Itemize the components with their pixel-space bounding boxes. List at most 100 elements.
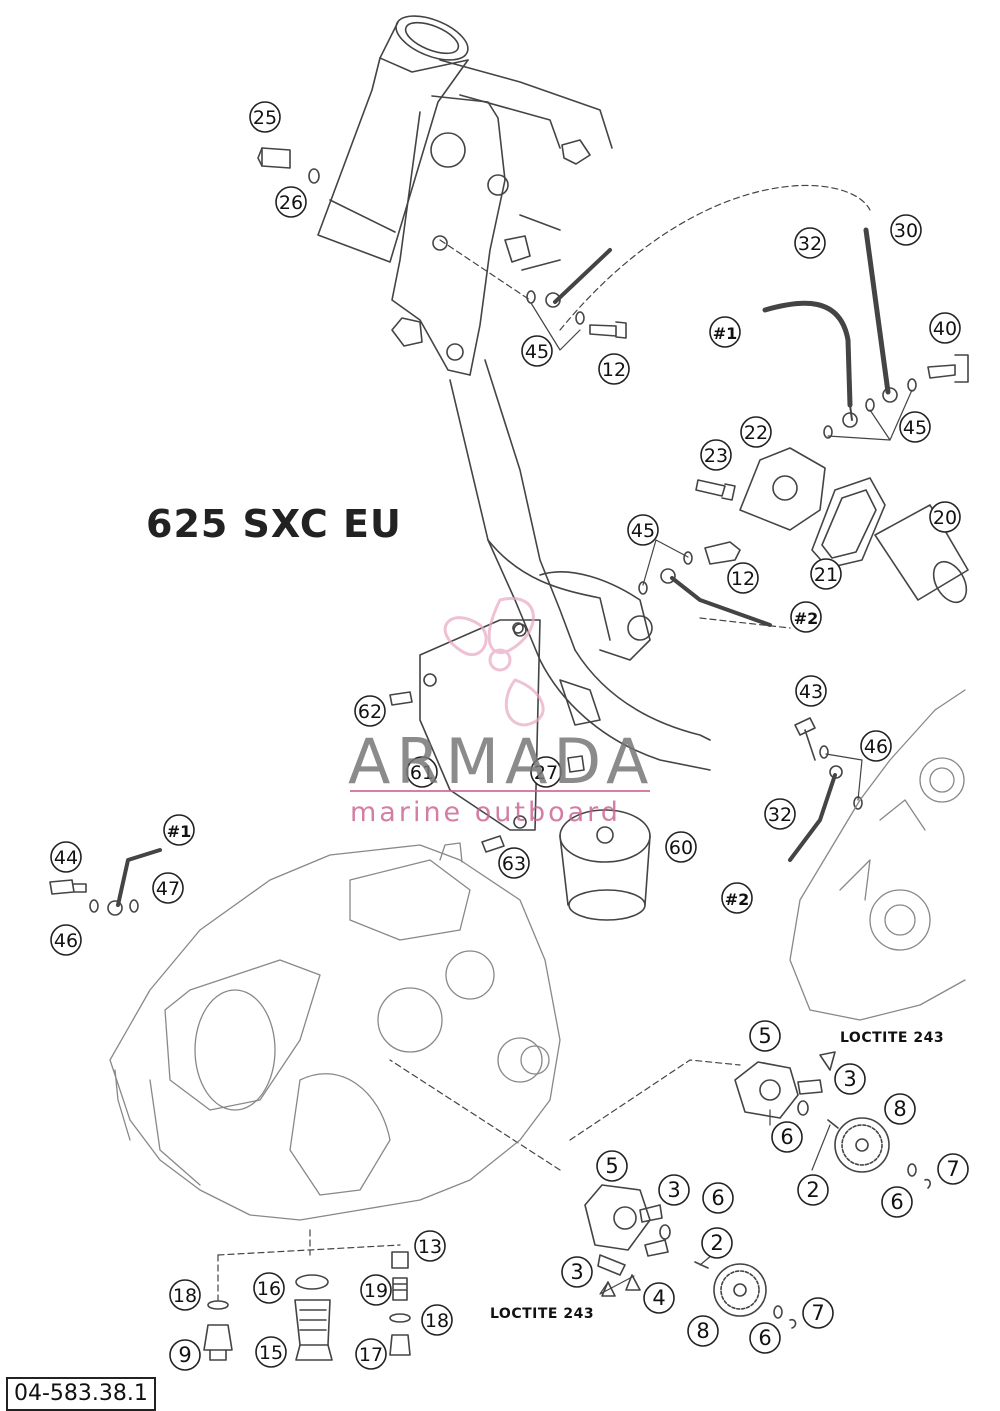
callout-label: 7 (811, 1301, 824, 1325)
watermark-divider (350, 790, 650, 792)
callout-circle (794, 227, 826, 259)
callout-label: 3 (667, 1178, 680, 1202)
callout-49: 18 (421, 1304, 453, 1336)
callout-47: 16 (253, 1272, 285, 1304)
callout-circle (561, 1256, 593, 1288)
callout-22: 27 (530, 756, 562, 788)
callout-43: 8 (687, 1315, 719, 1347)
callout-label: 16 (257, 1278, 281, 1300)
callout-40: 3 (561, 1256, 593, 1288)
callout-circle (355, 1338, 387, 1370)
callout-circle (596, 1150, 628, 1182)
callout-circle (414, 1230, 446, 1262)
loctite-label-upper: LOCTITE 243 (840, 1030, 945, 1046)
callout-label: 12 (602, 359, 626, 381)
callout-circle (764, 798, 796, 830)
callout-circle (749, 1020, 781, 1052)
callout-label: 18 (425, 1310, 449, 1332)
callout-label: 21 (814, 564, 838, 586)
callout-circle (530, 756, 562, 788)
callout-circle (810, 558, 842, 590)
callout-label: 27 (534, 762, 558, 784)
callout-circle (937, 1153, 969, 1185)
callout-circle (701, 1227, 733, 1259)
callout-circle (790, 601, 822, 633)
callout-label: 3 (843, 1067, 856, 1091)
callout-label: 6 (758, 1326, 771, 1350)
callout-13: 45 (627, 514, 659, 546)
callout-41: 4 (643, 1282, 675, 1314)
callout-circle (771, 1121, 803, 1153)
callout-label: 13 (418, 1236, 442, 1258)
callout-circle (749, 1322, 781, 1354)
callout-label: 45 (903, 417, 927, 439)
callout-label: 2 (710, 1231, 723, 1255)
callout-51: 15 (255, 1336, 287, 1368)
callout-label: 60 (669, 837, 693, 859)
callout-28: 46 (50, 924, 82, 956)
watermark-brand: ARMADA (348, 725, 655, 798)
callout-label: 43 (799, 681, 823, 703)
callout-circle (421, 1304, 453, 1336)
callout-label: 47 (156, 878, 180, 900)
callout-19: #2 (721, 882, 753, 914)
callout-label: 12 (731, 568, 755, 590)
callout-circle (881, 1186, 913, 1218)
guide-lines (217, 184, 871, 1301)
callout-16: 43 (795, 675, 827, 707)
oil-lines (107, 227, 898, 916)
callout-circle (721, 882, 753, 914)
callout-circle (521, 335, 553, 367)
callout-1: 26 (275, 186, 307, 218)
callout-32: 6 (771, 1121, 803, 1153)
callout-circle (249, 101, 281, 133)
callout-17: 46 (860, 730, 892, 762)
callout-label: 45 (631, 520, 655, 542)
callout-48: 19 (360, 1274, 392, 1306)
callout-label: 9 (178, 1343, 191, 1367)
callout-label: 30 (894, 220, 918, 242)
callout-label: 3 (570, 1260, 583, 1284)
callout-label: 15 (259, 1342, 283, 1364)
callout-label: 62 (358, 701, 382, 723)
callout-label: 7 (946, 1157, 959, 1181)
page-title: 625 SXC EU (146, 502, 402, 546)
callout-circle (253, 1272, 285, 1304)
callout-label: 5 (758, 1024, 771, 1048)
callout-label: 63 (502, 853, 526, 875)
callout-label: 22 (744, 422, 768, 444)
callout-circle (406, 756, 438, 788)
callout-label: #2 (794, 609, 819, 628)
callout-circle (797, 1174, 829, 1206)
oil-pump-lower (584, 1184, 797, 1329)
drain-parts (203, 1251, 411, 1361)
callout-9: 22 (740, 416, 772, 448)
callout-14: 12 (727, 562, 759, 594)
callout-circle (643, 1282, 675, 1314)
watermark-logo (443, 597, 545, 727)
callout-circle (665, 831, 697, 863)
callout-label: 32 (768, 804, 792, 826)
callout-8: 45 (899, 411, 931, 443)
callout-label: 25 (253, 107, 277, 129)
callout-circle (795, 675, 827, 707)
callout-circle (700, 439, 732, 471)
callout-circle (740, 416, 772, 448)
callout-0: 25 (249, 101, 281, 133)
callout-46: 18 (169, 1279, 201, 1311)
callout-circle (627, 514, 659, 546)
callout-label: 2 (806, 1178, 819, 1202)
callout-circle (169, 1279, 201, 1311)
callout-50: 9 (169, 1339, 201, 1371)
callout-circle (163, 814, 195, 846)
callout-2: 45 (521, 335, 553, 367)
callout-label: 8 (893, 1097, 906, 1121)
callout-27: 47 (152, 872, 184, 904)
callout-26: 44 (50, 841, 82, 873)
callout-20: 62 (354, 695, 386, 727)
callout-21: 61 (406, 756, 438, 788)
callout-circle (255, 1336, 287, 1368)
callout-label: 19 (364, 1280, 388, 1302)
hardware (49, 147, 969, 921)
